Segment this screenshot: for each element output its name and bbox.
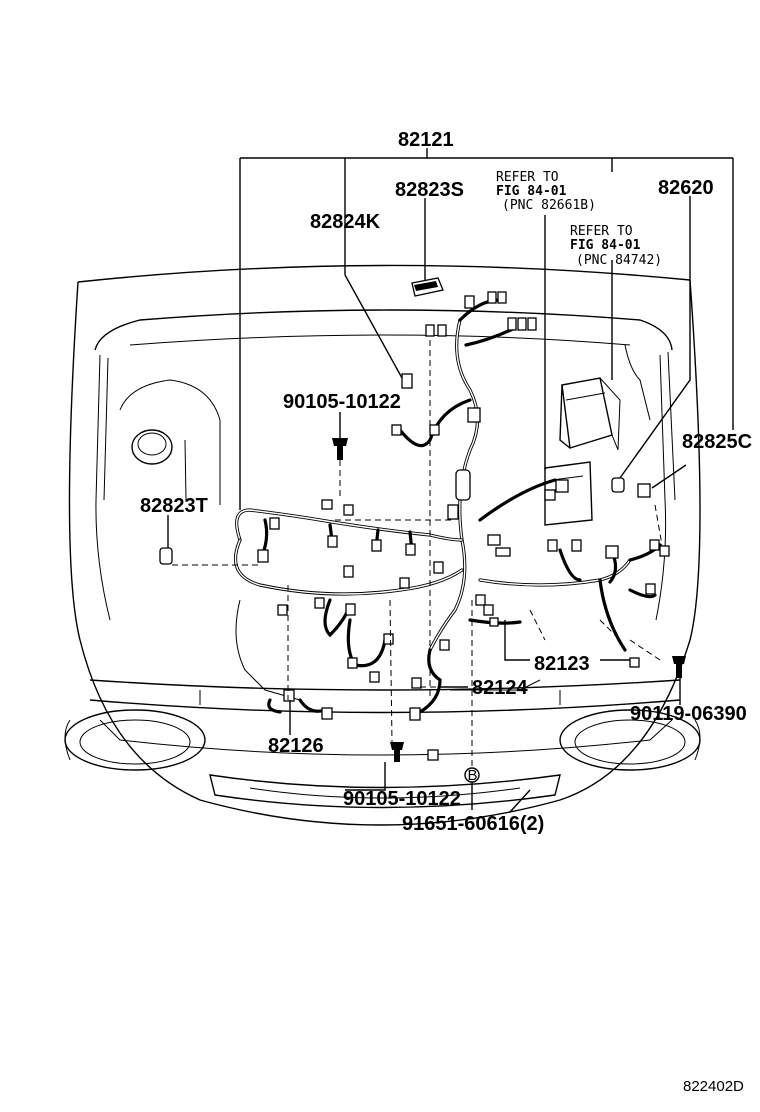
label-82825C: 82825C: [682, 431, 752, 453]
car-body-outline: [64, 264, 701, 826]
refer-2-line-3: (PNC 84742): [576, 253, 662, 268]
bolts: [332, 438, 686, 762]
refer-note-1: REFER TO FIG 84-01 (PNC 82661B): [496, 170, 596, 213]
refer-2-line-1: REFER TO: [570, 224, 633, 239]
label-bolt-bottom: 90105-10122: [343, 788, 461, 810]
refer-2-line-2: FIG 84-01: [570, 238, 641, 253]
label-82823S: 82823S: [395, 179, 464, 201]
callout-b: B: [464, 767, 480, 784]
label-82123: 82123: [534, 653, 590, 675]
wire-harness: [233, 298, 662, 714]
label-82824K: 82824K: [310, 211, 381, 233]
bolt-bottom-icon: [390, 742, 404, 762]
label-clamp: 91651-60616(2): [402, 813, 544, 835]
refer-note-2: REFER TO FIG 84-01 (PNC 84742): [570, 224, 662, 268]
connectors: [159, 277, 670, 761]
figure-code: 822402D: [683, 1078, 744, 1095]
refer-1-line-3: (PNC 82661B): [502, 198, 596, 213]
label-bolt-right: 90119-06390: [630, 703, 747, 725]
bolt-right-icon: [672, 656, 686, 678]
label-82124: 82124: [472, 677, 528, 699]
part-labels: 82121 82823S 82824K 82620 82825C 82823T …: [140, 129, 752, 835]
label-82121: 82121: [398, 129, 454, 151]
refer-1-line-2: FIG 84-01: [496, 184, 567, 199]
label-82620: 82620: [658, 177, 714, 199]
label-82823T: 82823T: [140, 495, 208, 517]
callout-b-label: B: [468, 767, 478, 784]
label-bolt-top: 90105-10122: [283, 391, 401, 413]
leader-lines: [167, 148, 734, 813]
refer-1-line-1: REFER TO: [496, 170, 559, 185]
label-82126: 82126: [268, 735, 324, 757]
bolt-top-icon: [332, 438, 348, 460]
